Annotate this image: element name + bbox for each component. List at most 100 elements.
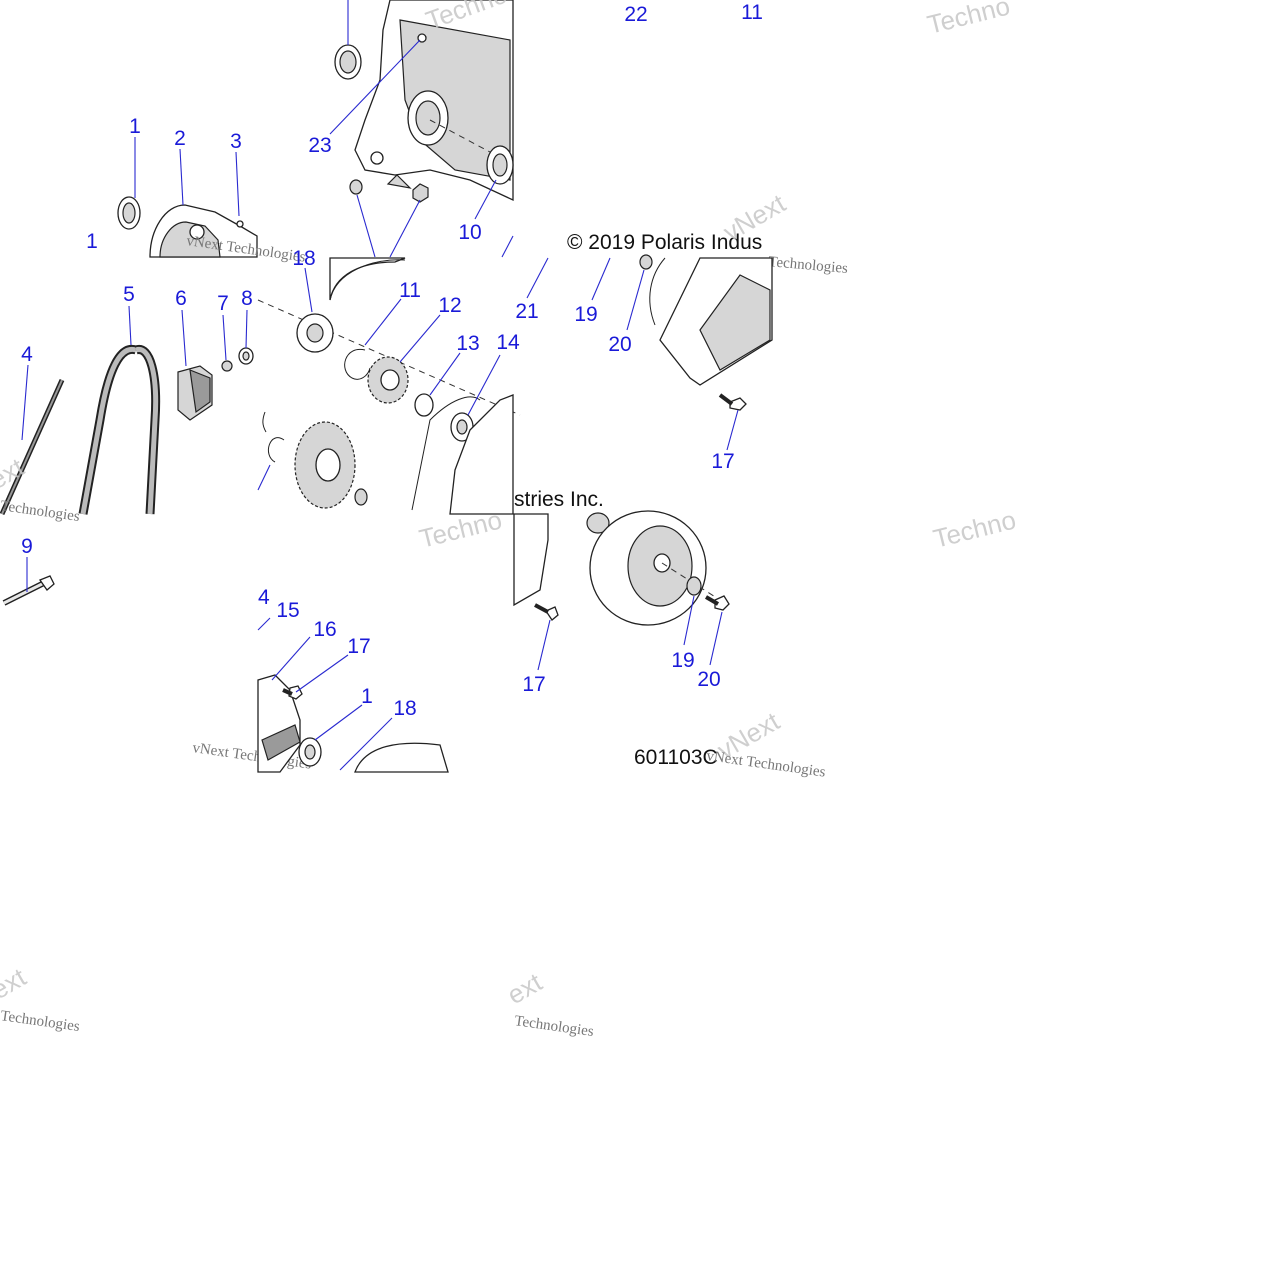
callout-16: 16 xyxy=(313,618,336,641)
tile-top-middle: 23 10 Techno xyxy=(308,0,514,258)
tile-lower-left: 9 vNext Technologies ext Technologies xyxy=(0,535,313,1035)
callout-23: 23 xyxy=(308,134,331,157)
callout-20a: 20 xyxy=(608,333,631,356)
snap-ring-lower xyxy=(267,437,285,463)
tile-lower-center: 4 15 16 17 1 18 Techno xyxy=(257,504,505,773)
callout-1c: 1 xyxy=(361,685,373,708)
disc-part-18 xyxy=(354,742,449,773)
callout-15: 15 xyxy=(276,599,299,622)
tensioner-part-6 xyxy=(177,365,213,421)
leader-21 xyxy=(526,257,549,299)
watermark-ext-ll: ext xyxy=(0,961,32,1005)
leader-19b xyxy=(683,595,695,646)
case-edge-lr xyxy=(513,513,549,607)
tile-top-right: 22 11 © 2019 Polaris Indus Techno vNext … xyxy=(567,0,1013,277)
seal-part-14 xyxy=(450,412,474,442)
leader-12 xyxy=(399,314,441,363)
bearing-part xyxy=(296,313,334,353)
callout-9: 9 xyxy=(21,535,33,558)
callout-11a: 11 xyxy=(741,1,763,24)
gearcase-housing xyxy=(354,0,514,202)
gear-part-12 xyxy=(367,356,409,404)
callout-18: 18 xyxy=(393,697,416,720)
leader-14b xyxy=(257,617,271,631)
watermark-tech-ll: Technologies xyxy=(0,1008,81,1035)
tile-middle-left: 4 5 6 7 8 ext Technologies xyxy=(0,283,254,525)
leader-20a xyxy=(626,269,645,331)
watermark-tech-tr: Technologies xyxy=(768,254,849,277)
tile-top-left: 1 2 3 1 vNext Technologies xyxy=(86,115,306,266)
callout-8: 8 xyxy=(241,287,253,310)
leader-1c xyxy=(314,704,363,741)
bolt-part-20b xyxy=(714,595,730,611)
leader-20b xyxy=(709,611,723,666)
disc-part-lr xyxy=(589,510,707,626)
leader-16 xyxy=(271,636,311,681)
callout-2: 2 xyxy=(174,127,186,150)
cover-part-2 xyxy=(149,204,258,258)
leader-10 xyxy=(474,179,497,220)
washer-lower xyxy=(354,488,368,506)
leader-dowel xyxy=(356,194,376,258)
bolt-part-17c xyxy=(545,606,559,621)
callout-17b: 17 xyxy=(347,635,370,658)
leader-17b xyxy=(295,654,349,693)
leader-lower-left xyxy=(257,464,271,491)
inner-cover xyxy=(449,394,514,515)
callout-18-center: 18 xyxy=(292,247,315,270)
copyright-right: stries Inc. xyxy=(514,488,604,511)
callout-19a: 19 xyxy=(574,303,597,326)
callout-10: 10 xyxy=(458,221,481,244)
callout-12: 12 xyxy=(438,294,461,317)
tile-center: 18 11 12 13 14 xyxy=(257,247,521,515)
watermark-tech-ml: Technologies xyxy=(0,498,81,525)
leader-19a xyxy=(591,257,611,301)
bolt-part-17a xyxy=(729,397,747,411)
callout-1a: 1 xyxy=(129,115,141,138)
copyright-left: © 2019 Polaris Indus xyxy=(567,231,762,254)
callout-13: 13 xyxy=(456,332,479,355)
washer-part-19b xyxy=(686,576,702,596)
leader-6 xyxy=(181,309,187,367)
callout-1b: 1 xyxy=(86,230,98,253)
tile-lower-right: 17 19 20 stries Inc. 601103C vNext vNext… xyxy=(502,488,1019,1040)
seal-upper xyxy=(334,44,362,80)
leader-nut xyxy=(389,199,421,258)
leader-5 xyxy=(128,305,132,346)
leader-bearing xyxy=(304,267,313,313)
nut-a xyxy=(412,183,429,203)
callout-6: 6 xyxy=(175,287,187,310)
dowel-a xyxy=(349,179,363,195)
callout-21: 21 xyxy=(515,300,538,323)
watermark-tech-br: Technologies xyxy=(513,1013,594,1040)
leader-17a xyxy=(726,409,739,451)
watermark-ext-br: ext xyxy=(502,966,548,1010)
watermark-techno-r: Techno xyxy=(930,504,1019,553)
callout-3: 3 xyxy=(230,130,242,153)
callout-17a: 17 xyxy=(711,450,734,473)
drawing-number: 601103C xyxy=(634,746,718,769)
watermark-vnext-lr2: vNext Technologies xyxy=(705,748,826,781)
leader-edge xyxy=(501,235,514,258)
leader-23 xyxy=(329,39,421,135)
leader-7 xyxy=(222,314,227,361)
callout-19b: 19 xyxy=(671,649,694,672)
washer-part-13 xyxy=(414,393,434,417)
large-gear xyxy=(294,421,356,509)
spacer-lr xyxy=(586,512,610,534)
callout-11b: 11 xyxy=(399,279,421,302)
leader-11b xyxy=(364,298,402,346)
leader-18 xyxy=(339,717,393,771)
callout-14a: 14 xyxy=(496,331,520,354)
leader-3 xyxy=(235,151,240,217)
leader-14a xyxy=(467,354,501,416)
watermark-techno-tr: Techno xyxy=(924,0,1013,40)
callout-7: 7 xyxy=(217,292,229,315)
callout-20b: 20 xyxy=(697,668,720,691)
callout-5: 5 xyxy=(123,283,135,306)
leader-2 xyxy=(179,148,184,206)
seal-part-1 xyxy=(117,196,141,230)
leader-8 xyxy=(245,309,248,349)
leader-13 xyxy=(429,352,461,396)
